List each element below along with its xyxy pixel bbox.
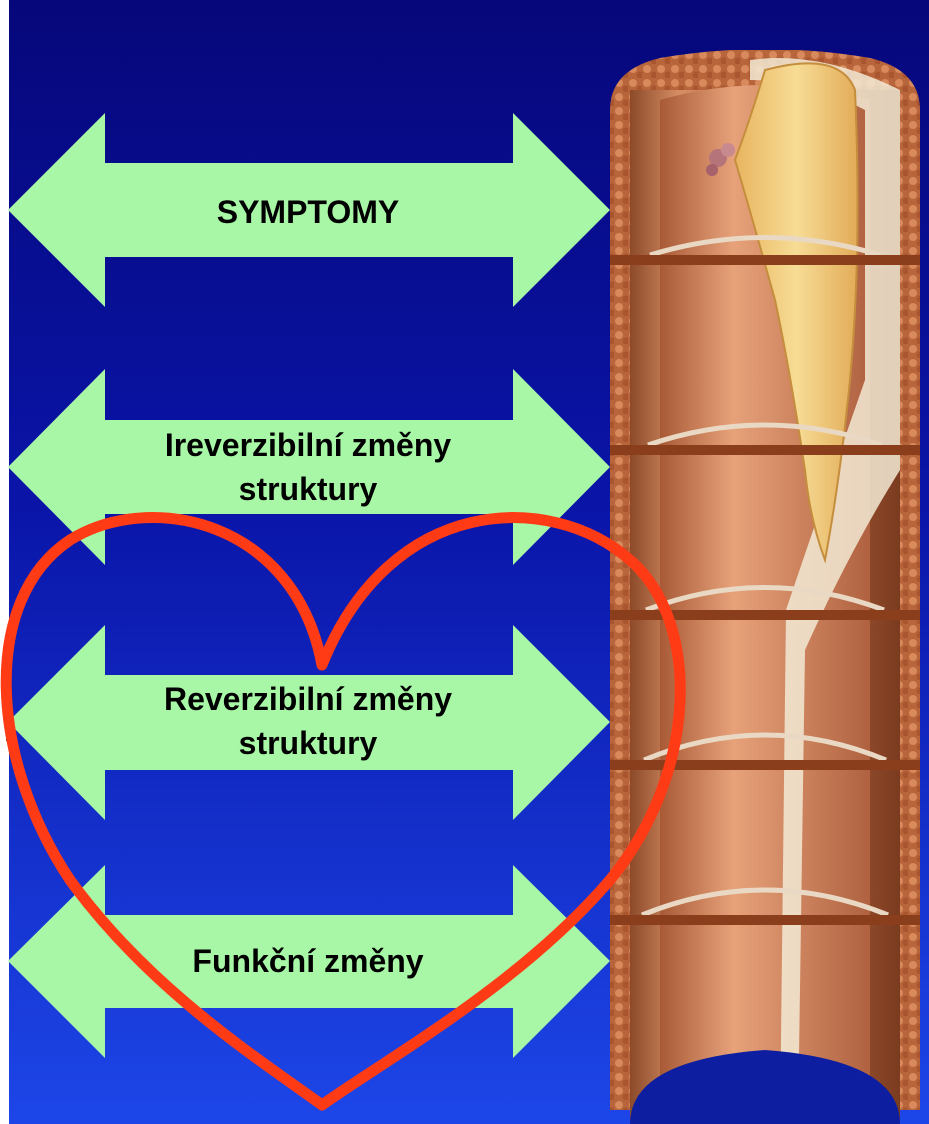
double-arrow-functional-changes: Funkční změny xyxy=(8,865,610,1058)
double-arrow-irreversible-changes: Ireverzibilní změny struktury xyxy=(8,369,610,565)
arrow-label-irreversible-changes: Ireverzibilní změny struktury xyxy=(78,423,538,511)
airway-cross-section-illustration xyxy=(600,50,929,1124)
arrow-label-reversible-changes: Reverzibilní změny struktury xyxy=(78,677,538,765)
double-arrow-reversible-changes: Reverzibilní změny struktury xyxy=(8,625,610,820)
arrow-label-functional-changes: Funkční změny xyxy=(78,939,538,983)
arrow-label-symptomy: SYMPTOMY xyxy=(78,190,538,234)
double-arrow-symptomy: SYMPTOMY xyxy=(8,113,610,307)
